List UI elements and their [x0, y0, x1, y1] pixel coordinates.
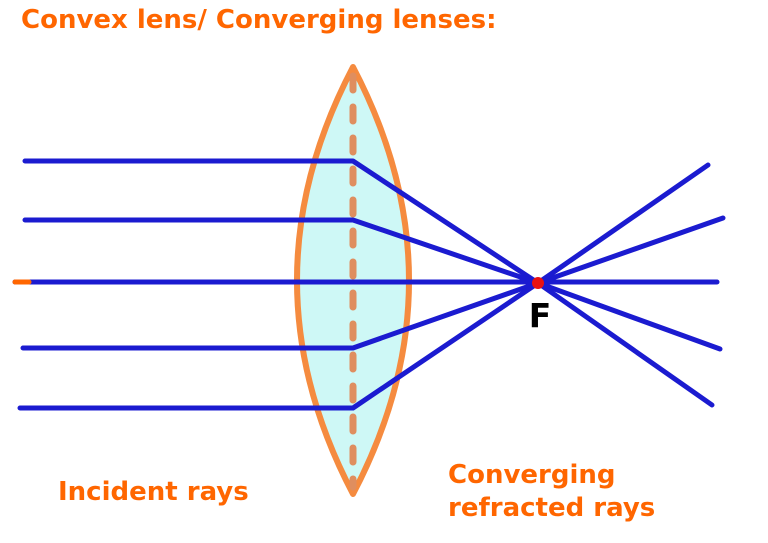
converging-rays-label-line1: Converging [448, 460, 616, 490]
converging-refracted-rays-label: Converging refracted rays [448, 459, 655, 525]
incident-rays-label: Incident rays [58, 477, 249, 507]
focal-point-label: F [529, 296, 552, 335]
converging-rays-label-line2: refracted rays [448, 493, 656, 523]
light-ray-2 [22, 217, 723, 352]
light-ray-4 [20, 215, 726, 351]
diagram-render-layer [12, 64, 726, 497]
light-ray-1 [22, 158, 715, 408]
light-ray-5 [17, 162, 711, 411]
page-title: Convex lens/ Converging lenses: [21, 5, 497, 35]
focal-point-dot [532, 277, 544, 289]
